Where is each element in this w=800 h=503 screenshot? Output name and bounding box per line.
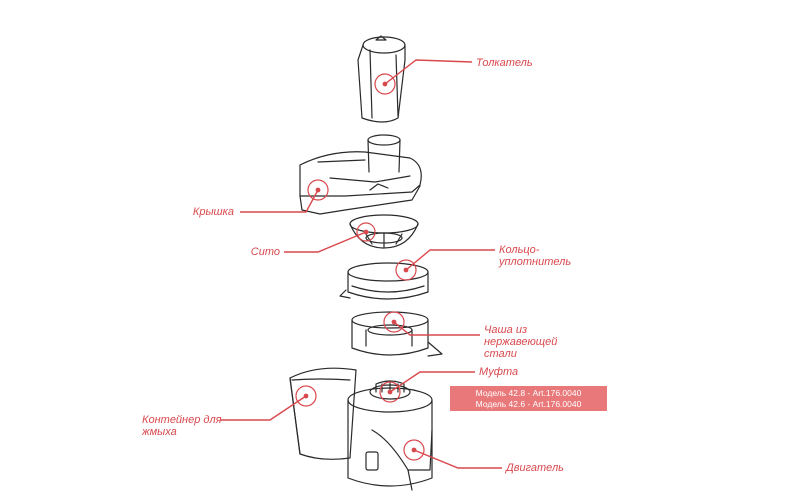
sieve-part [349, 214, 419, 249]
model-line-1: Модель 42.8 - Art.176.0040 [475, 388, 582, 398]
motor-part [347, 380, 433, 491]
lid-part [299, 134, 422, 215]
label-seal: Кольцо- уплотнитель [499, 244, 572, 268]
model-info-box: Модель 42.8 - Art.176.0040 Модель 42.6 -… [450, 386, 607, 411]
pulp-container-part [289, 367, 357, 460]
bowl-part [351, 311, 443, 357]
label-sieve: Сито [250, 246, 280, 258]
label-pulp-container: Контейнер для жмыха [142, 414, 222, 438]
pusher-part [357, 35, 406, 123]
model-line-2: Модель 42.6 - Art.176.0040 [475, 399, 582, 409]
label-bowl: Чаша из нержавеющей стали [484, 324, 558, 360]
markers [295, 73, 425, 461]
label-pusher: Толкатель [476, 57, 533, 69]
label-coupling: Муфта [479, 366, 519, 378]
label-lid: Крышка [192, 206, 234, 218]
seal-part [339, 262, 429, 300]
label-motor: Двигатель [506, 462, 564, 474]
